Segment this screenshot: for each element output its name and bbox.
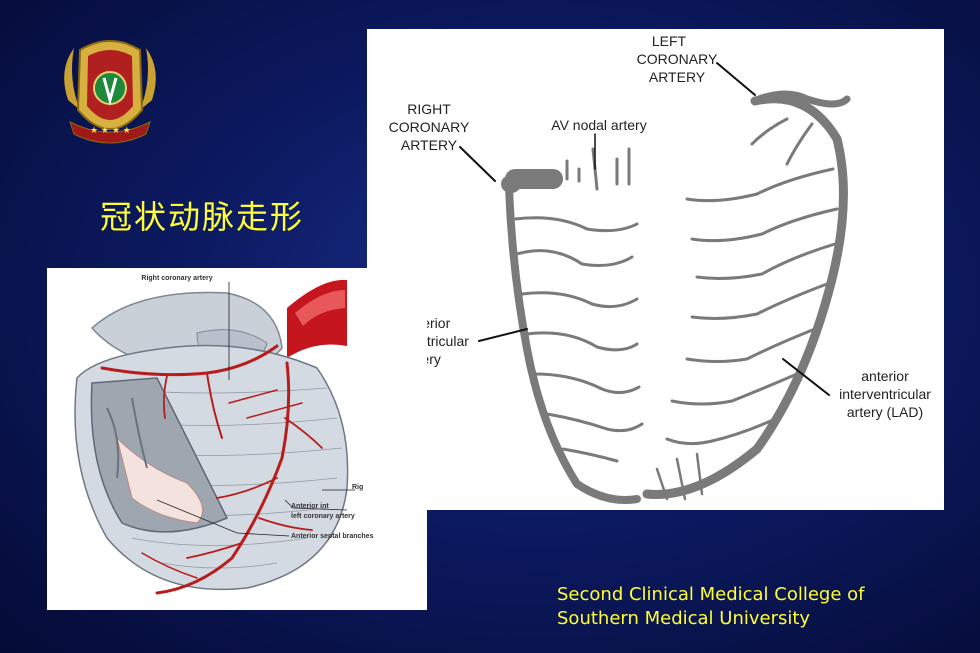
college-line-2: Southern Medical University: [557, 608, 811, 629]
label-anterior-1: anterior: [861, 368, 909, 384]
label-right-coronary-3: ARTERY: [401, 137, 458, 153]
slide-title: 冠状动脉走形: [100, 198, 305, 236]
heart-anatomy-illustration: Right coronary artery Rig Anterior int l…: [47, 268, 427, 610]
college-line-1: Second Clinical Medical College of: [557, 584, 865, 605]
label-left-coronary-3: ARTERY: [649, 69, 706, 85]
label-anterior-2: interventricular: [839, 386, 931, 402]
right-coronary-trunk: [505, 183, 641, 504]
university-emblem: ★ ★ ★ ★: [50, 30, 170, 160]
label-left-coronary-2: CORONARY: [637, 51, 718, 67]
label-rig-partial: Rig: [352, 484, 363, 491]
label-left-coronary-1: LEFT: [652, 33, 687, 49]
svg-text:★ ★ ★ ★: ★ ★ ★ ★: [90, 126, 131, 136]
label-anterior-3: artery (LAD): [847, 404, 923, 420]
label-av-nodal-artery: AV nodal artery: [551, 117, 646, 133]
college-credit: Second Clinical Medical College of South…: [557, 583, 957, 631]
label-anterior-int: Anterior int: [291, 503, 329, 510]
label-right-coronary-1: RIGHT: [407, 101, 451, 117]
lad-trunk: [642, 94, 848, 499]
coronary-schematic-diagram: LEFT CORONARY ARTERY RIGHT CORONARY ARTE…: [367, 29, 944, 510]
label-anterior-septal-branches: Anterior septal branches: [291, 533, 374, 540]
label-left-coronary-artery: left coronary artery: [291, 513, 355, 520]
label-right-coronary-2: CORONARY: [389, 119, 470, 135]
label-right-coronary-artery: Right coronary artery: [141, 275, 212, 282]
